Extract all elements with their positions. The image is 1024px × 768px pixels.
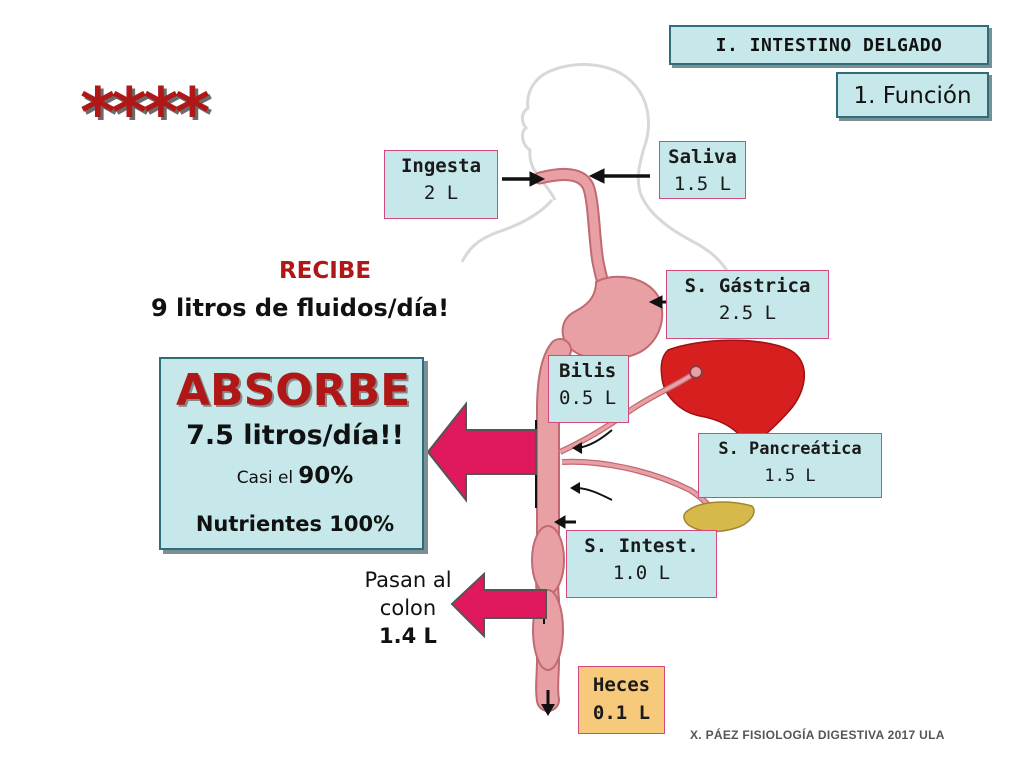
recibe-title: RECIBE — [278, 258, 372, 284]
absorbe-casi: Casi el 90% — [170, 463, 420, 489]
label-pancreatica-name: S. Pancreática — [718, 439, 862, 459]
label-bilis-name: Bilis — [559, 360, 617, 382]
subsection-title: 1. Función — [836, 72, 989, 118]
absorbe-title: ABSORBE — [176, 365, 411, 416]
colon-text: Pasan al colon 1.4 L — [352, 566, 464, 650]
label-gastrica-name: S. Gástrica — [684, 275, 811, 297]
absorbe-casi-prefix: Casi el — [236, 468, 294, 488]
label-saliva: Saliva 1.5 L — [659, 141, 746, 199]
colon-line2: colon — [379, 596, 437, 620]
absorbe-arrow — [426, 401, 537, 503]
label-ingesta: Ingesta 2 L — [384, 150, 498, 219]
label-heces: Heces 0.1 L — [578, 666, 665, 734]
absorbe-litros: 7.5 litros/día!! — [186, 420, 404, 451]
liver — [660, 339, 806, 450]
pancreas — [683, 501, 755, 533]
label-intestinal-value: 1.0 L — [612, 562, 671, 584]
body-outline — [520, 63, 734, 281]
input-arrows — [502, 168, 668, 529]
recibe-text: 9 litros de fluidos/día! — [150, 294, 450, 322]
label-gastrica: S. Gástrica 2.5 L — [666, 270, 829, 339]
absorbe-nutrientes: Nutrientes 100% — [195, 512, 395, 536]
absorbe-panel — [159, 357, 424, 550]
label-intestinal: S. Intest. 1.0 L — [566, 530, 717, 598]
pancreas-arrow — [575, 487, 613, 501]
footer-credit: X. PÁEZ FISIOLOGÍA DIGESTIVA 2017 ULA — [690, 728, 945, 742]
label-pancreatica: S. Pancreática 1.5 L — [698, 433, 882, 498]
label-bilis: Bilis 0.5 L — [548, 355, 629, 423]
colon-arrow — [450, 571, 547, 639]
label-saliva-name: Saliva — [668, 146, 737, 168]
colon-line1: Pasan al — [364, 568, 452, 592]
importance-stars: **** — [80, 74, 210, 153]
colon-value: 1.4 L — [379, 624, 437, 648]
label-pancreatica-value: 1.5 L — [764, 466, 816, 486]
label-heces-name: Heces — [592, 674, 651, 696]
label-ingesta-name: Ingesta — [400, 155, 482, 177]
label-intestinal-name: S. Intest. — [584, 535, 699, 557]
label-heces-value: 0.1 L — [592, 702, 651, 724]
label-gastrica-value: 2.5 L — [718, 302, 777, 324]
section-title: I. INTESTINO DELGADO — [669, 25, 989, 65]
stomach — [561, 275, 664, 361]
label-saliva-value: 1.5 L — [673, 173, 732, 195]
body-outline-left — [460, 199, 554, 263]
label-bilis-value: 0.5 L — [559, 387, 617, 409]
absorbe-casi-value: 90% — [298, 463, 354, 489]
label-ingesta-value: 2 L — [423, 182, 459, 204]
